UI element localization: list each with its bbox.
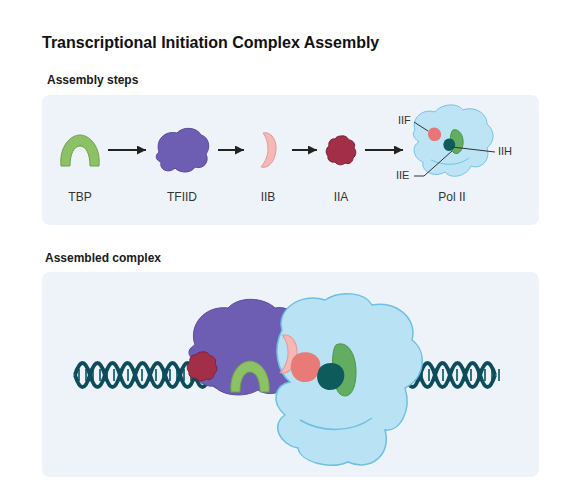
panel-heading: Assembled complex — [45, 251, 161, 265]
tfiib-blob — [280, 335, 297, 373]
step-arrow — [218, 149, 244, 151]
protein-node: Pol II — [407, 100, 497, 210]
tfiid-blob — [156, 128, 209, 172]
pol-ii-body — [276, 294, 422, 466]
protein-node: IIB — [248, 120, 288, 210]
tfiie-blob — [333, 344, 356, 396]
tfiia-blob — [326, 136, 356, 165]
leader-line — [414, 151, 452, 176]
protein-label: Pol II — [407, 190, 497, 204]
leader-line — [452, 147, 495, 152]
pol-ii-cleft — [300, 418, 372, 430]
step-panel: TBPTFIIDIIBIIAPol IIAssembly steps — [42, 95, 539, 225]
step-arrow — [108, 149, 146, 151]
diagram-title: Transcriptional Initiation Complex Assem… — [42, 34, 379, 52]
tfiib-blob — [261, 133, 276, 168]
tfiif-blob — [291, 352, 321, 382]
step-arrow — [292, 149, 317, 151]
dna-strand — [75, 363, 495, 387]
tfiih-blob — [443, 138, 455, 151]
dna-strand — [75, 363, 495, 387]
protein-shape — [58, 132, 102, 168]
protein-shape — [153, 126, 211, 174]
dna-rungs — [78, 369, 505, 381]
protein-label: TBP — [56, 190, 104, 204]
pol-ii-body — [413, 105, 493, 176]
pol-ii-cleft — [431, 158, 469, 164]
complex-panel: Assembled complex — [42, 272, 539, 477]
tfiid-blob — [189, 299, 305, 395]
protein-node: IIA — [321, 120, 361, 210]
protein-node: TBP — [56, 120, 104, 210]
step-arrow — [365, 149, 403, 151]
tfiih-blob — [317, 363, 344, 390]
tfiif-blob — [428, 127, 441, 141]
protein-shape — [325, 134, 357, 166]
tfiia-blob — [187, 352, 217, 381]
protein-label: IIA — [321, 190, 361, 204]
panel-heading: Assembly steps — [47, 73, 138, 87]
protein-shape — [257, 130, 279, 170]
leader-line — [414, 122, 428, 131]
protein-label: IIB — [248, 190, 288, 204]
tbp-saddle — [231, 361, 269, 392]
protein-node: TFIID — [150, 120, 214, 210]
protein-shape — [407, 102, 497, 182]
tbp-saddle — [61, 135, 99, 166]
protein-label: TFIID — [150, 190, 214, 204]
